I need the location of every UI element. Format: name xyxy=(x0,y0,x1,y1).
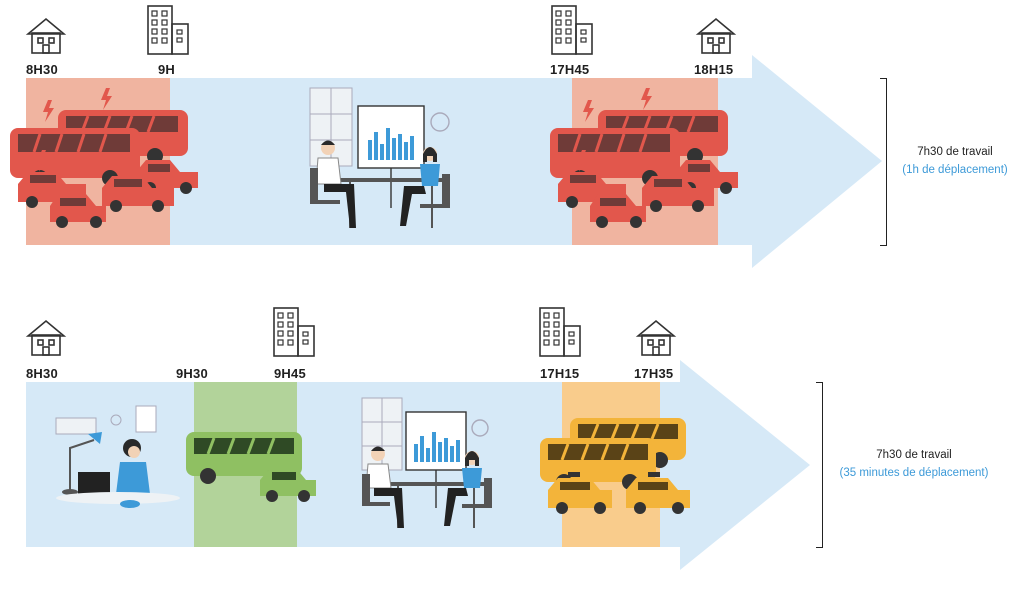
traffic-jam-morning xyxy=(10,88,198,228)
office-building-icon xyxy=(539,307,581,357)
time-label-arrival-home: 18H15 xyxy=(694,62,734,77)
house-icon xyxy=(635,319,677,356)
time-label-bus-departure: 9H30 xyxy=(176,366,208,381)
scenario-1: 8H30 9H 17H45 18H15 7h30 de travail (1h … xyxy=(10,5,1030,268)
house-icon xyxy=(25,319,67,356)
bus-icon xyxy=(186,432,302,484)
car-icon xyxy=(626,472,690,514)
scenario-2: 8H30 9H30 9H45 17H15 17H35 7h30 de trava… xyxy=(0,300,1036,600)
lightning-icon xyxy=(641,88,652,110)
office-building-icon xyxy=(147,5,189,55)
house-icon xyxy=(25,17,67,54)
time-label-arrival-office: 9H45 xyxy=(274,366,306,381)
scenario-1-graphic xyxy=(10,5,882,268)
lightning-icon xyxy=(43,100,54,122)
meeting-illustration xyxy=(309,87,450,228)
time-label-arrival-home: 17H35 xyxy=(634,366,674,381)
house-icon xyxy=(695,17,737,54)
time-label-departure-office: 17H45 xyxy=(550,62,590,77)
summary-bracket xyxy=(816,382,823,548)
time-label-departure-office: 17H15 xyxy=(540,366,580,381)
summary-commute-time: (35 minutes de déplacement) xyxy=(839,467,989,479)
time-label-arrival-office: 9H xyxy=(158,62,176,77)
car-icon xyxy=(102,176,174,212)
scenario-2-graphic xyxy=(25,307,810,570)
car-icon xyxy=(50,194,106,228)
home-office-illustration xyxy=(55,405,180,508)
summary-bracket xyxy=(880,78,887,246)
traffic-jam-evening xyxy=(550,88,738,228)
car-icon xyxy=(548,472,612,514)
meeting-illustration xyxy=(361,397,492,528)
car-icon xyxy=(260,468,316,502)
summary-commute-time: (1h de déplacement) xyxy=(902,164,1008,176)
time-label-departure-home: 8H30 xyxy=(26,62,58,77)
lightning-icon xyxy=(101,88,112,110)
bus-icon xyxy=(540,438,656,490)
car-icon xyxy=(642,176,714,212)
lightning-icon xyxy=(583,100,594,122)
car-icon xyxy=(590,194,646,228)
summary-text: 7h30 de travail (1h de déplacement) xyxy=(880,143,1030,179)
summary-text: 7h30 de travail (35 minutes de déplaceme… xyxy=(832,446,996,482)
time-label-departure-home: 8H30 xyxy=(26,366,58,381)
lightning-icon xyxy=(577,150,588,172)
summary-work-hours: 7h30 de travail xyxy=(917,146,993,158)
office-building-icon xyxy=(551,5,593,55)
summary-work-hours: 7h30 de travail xyxy=(876,449,952,461)
office-building-icon xyxy=(273,307,315,357)
lightning-icon xyxy=(37,150,48,172)
